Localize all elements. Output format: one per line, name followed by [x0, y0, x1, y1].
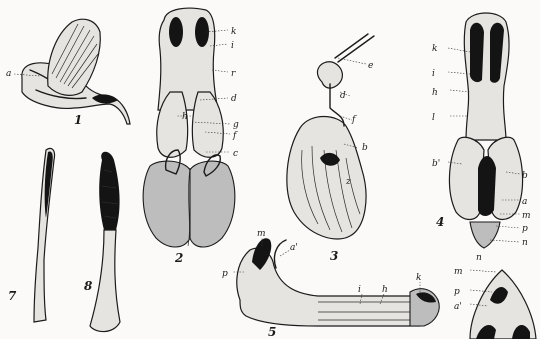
fig3-label-d: d — [340, 91, 346, 101]
fig2-label-f: f — [232, 131, 238, 141]
fig4-label-l: l — [432, 113, 435, 123]
fig4-label-b-prime: b' — [432, 159, 440, 169]
fig4-label-n-bottom: n — [476, 253, 482, 263]
fig5-label-h: h — [382, 285, 388, 295]
fig3-label-b: b — [362, 143, 368, 153]
figure-3: e d f b o z 3 — [287, 34, 374, 263]
fig2-label-i: i — [231, 41, 234, 51]
fig5-label-m: m — [257, 229, 266, 239]
figure-5: m a' p i h k 5 — [222, 229, 439, 339]
fig4-label-p: p — [522, 224, 528, 234]
figure-8: 8 — [84, 152, 120, 332]
fig4-label-b: b — [522, 171, 528, 181]
fig4-label-i: i — [432, 69, 435, 79]
fig5-label-p: p — [222, 269, 228, 279]
fig4-label-h: h — [432, 88, 438, 98]
fig6-label-a-prime: a' — [454, 302, 462, 312]
fig5-label-i: i — [358, 285, 361, 295]
fig3-label-z: z — [345, 177, 351, 187]
figure-1: a 1 — [6, 19, 130, 127]
fig3-label-o: o — [326, 155, 332, 165]
fig3-label-e: e — [368, 61, 373, 71]
fig4-label-n: n — [522, 238, 528, 248]
fig2-label-h: h — [182, 112, 188, 122]
fig4-label-m: m — [522, 211, 531, 221]
fig5-number: 5 — [268, 325, 276, 339]
fig5-label-k: k — [416, 273, 421, 283]
figure-6: m p a' — [454, 267, 536, 339]
figure-4: k i h l b' b a m p n n 4 — [432, 13, 531, 263]
fig6-label-p: p — [454, 287, 460, 297]
fig1-label-a: a — [6, 69, 11, 79]
fig2-label-k: k — [231, 27, 236, 37]
fig2-label-g: g — [233, 120, 239, 130]
fig1-number: 1 — [74, 113, 82, 127]
fig7-number: 7 — [8, 289, 17, 303]
fig2-label-c: c — [233, 149, 238, 159]
fig2-label-r: r — [231, 69, 236, 79]
fig4-number: 4 — [436, 215, 444, 229]
fig3-label-f: f — [351, 115, 357, 125]
fig2-number: 2 — [174, 251, 183, 265]
fig4-label-a: a — [522, 197, 527, 207]
fig4-label-k: k — [432, 44, 437, 54]
figure-7: 7 — [8, 148, 55, 322]
fig6-label-m: m — [454, 267, 463, 277]
fig3-number: 3 — [330, 249, 338, 263]
fig5-label-a-prime: a' — [290, 243, 298, 253]
figure-2: k i r d h g f c 2 — [143, 8, 239, 265]
fig8-number: 8 — [84, 279, 93, 293]
fig2-label-d: d — [231, 94, 237, 104]
